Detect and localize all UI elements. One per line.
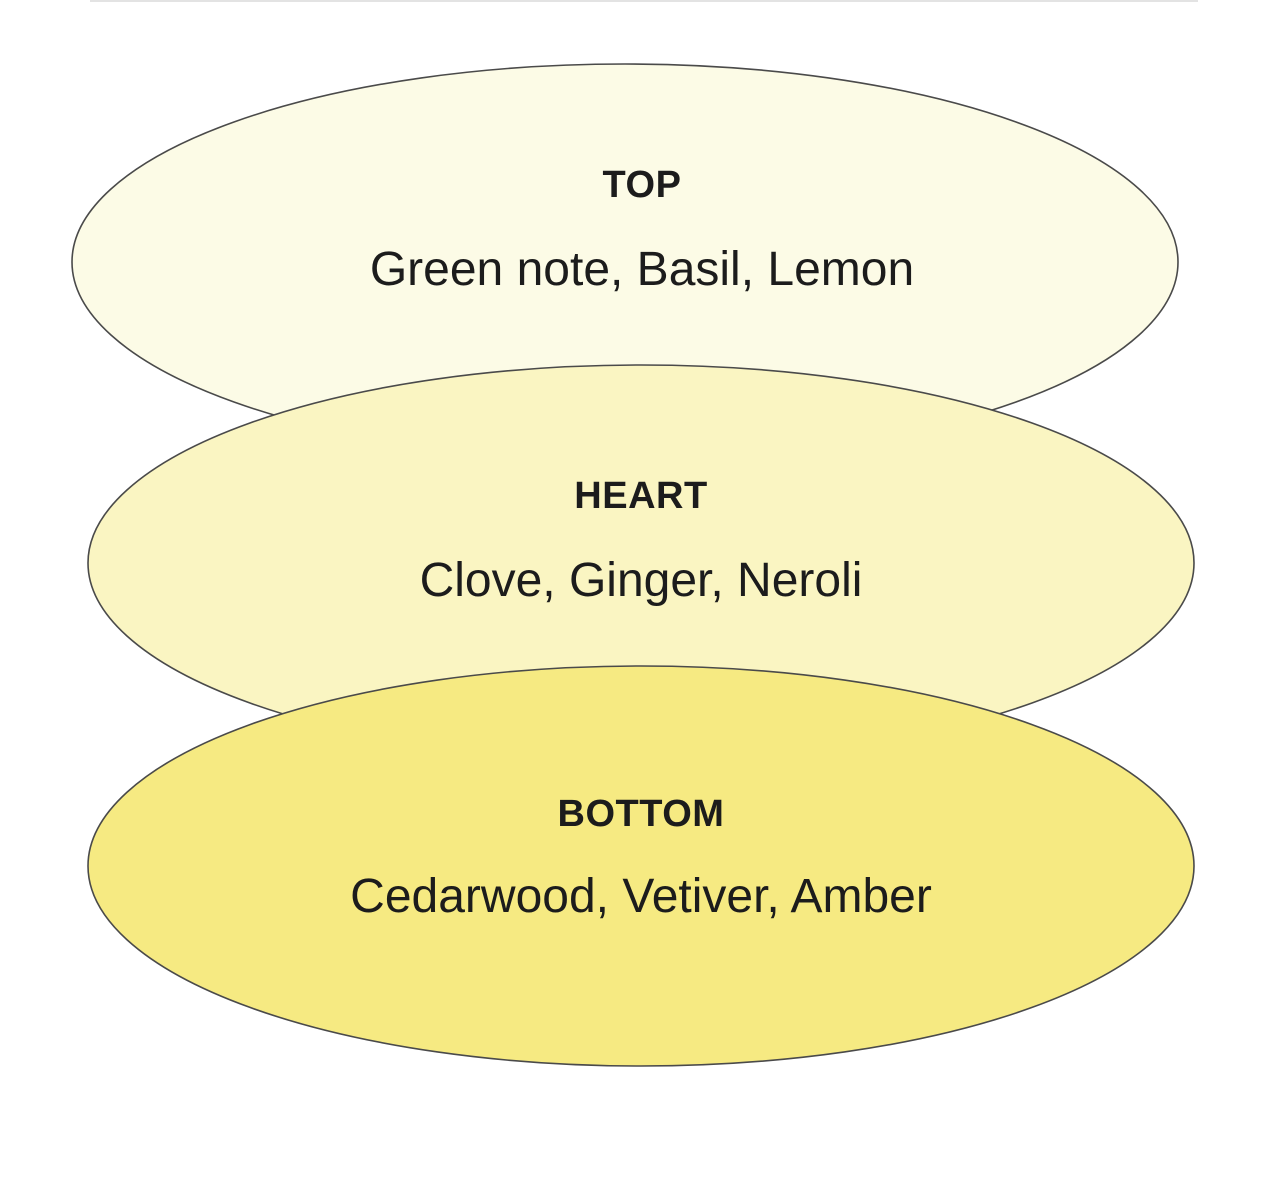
layer-top-notes: Green note, Basil, Lemon bbox=[370, 243, 914, 296]
layer-heart: HEART Clove, Ginger, Neroli bbox=[87, 364, 1195, 762]
layer-top-title: TOP bbox=[603, 164, 682, 206]
layer-bottom-title: BOTTOM bbox=[558, 793, 725, 835]
top-divider bbox=[90, 0, 1198, 2]
layer-heart-notes: Clove, Ginger, Neroli bbox=[420, 554, 863, 607]
layer-top: TOP Green note, Basil, Lemon bbox=[71, 63, 1179, 461]
layer-bottom: BOTTOM Cedarwood, Vetiver, Amber bbox=[87, 665, 1195, 1067]
layer-heart-title: HEART bbox=[574, 475, 707, 517]
layer-bottom-notes: Cedarwood, Vetiver, Amber bbox=[350, 870, 932, 923]
layer-bottom-ellipse bbox=[87, 665, 1195, 1067]
